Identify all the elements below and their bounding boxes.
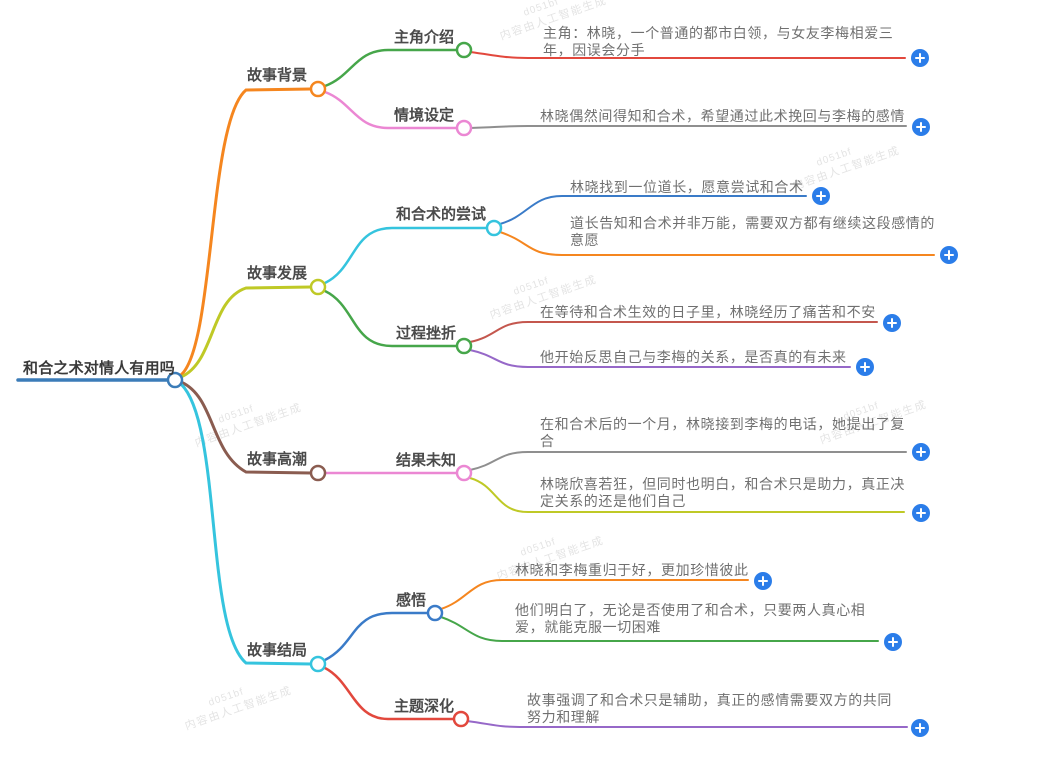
node-handle-root[interactable]	[166, 371, 184, 389]
node-handle-protagonist[interactable]	[455, 41, 473, 59]
subbranch-label-setting[interactable]: 情境设定	[394, 107, 455, 124]
node-handle-theme[interactable]	[452, 710, 470, 728]
node-handle-story-climax[interactable]	[309, 464, 327, 482]
branch-line-story-development	[179, 285, 313, 379]
subbranch-line-protagonist	[323, 48, 459, 88]
subbranch-line-attempt	[323, 226, 489, 285]
leaf-text-setback-2[interactable]: 他开始反思自己与李梅的关系，是否真的有未来	[540, 349, 847, 365]
leaf-text-attempt-2[interactable]: 道长告知和合术并非万能，需要双方都有继续这段感情的意愿	[570, 215, 935, 248]
subbranch-label-protagonist[interactable]: 主角介绍	[394, 29, 455, 46]
node-handle-setting[interactable]	[455, 119, 473, 137]
node-handle-setback[interactable]	[455, 337, 473, 355]
add-node-button-plus-icon[interactable]	[754, 572, 772, 590]
branch-label-story-climax[interactable]: 故事高潮	[247, 451, 308, 468]
leaf-text-result-1[interactable]: 在和合术后的一个月，林晓接到李梅的电话，她提出了复合	[540, 416, 905, 449]
subbranch-line-setting	[323, 90, 459, 130]
leaf-line-realization-1	[440, 579, 749, 610]
leaf-text-result-2[interactable]: 林晓欣喜若狂，但同时也明白，和合术只是助力，真正决定关系的还是他们自己	[540, 476, 905, 509]
leaf-line-theme-1	[466, 720, 908, 728]
leaf-text-attempt-1[interactable]: 林晓找到一位道长，愿意尝试和合术	[570, 179, 804, 195]
branch-label-story-ending[interactable]: 故事结局	[247, 642, 308, 659]
leaf-line-attempt-1	[499, 195, 807, 225]
add-node-button-plus-icon[interactable]	[912, 118, 930, 136]
subbranch-label-attempt[interactable]: 和合术的尝试	[396, 206, 487, 223]
branch-line-story-climax	[179, 380, 313, 475]
add-node-button-plus-icon[interactable]	[812, 187, 830, 205]
node-handle-attempt[interactable]	[485, 219, 503, 237]
branch-line-story-background	[179, 87, 313, 377]
leaf-text-setback-1[interactable]: 在等待和合术生效的日子里，林晓经历了痛苦和不安	[540, 304, 876, 320]
leaf-line-result-1	[469, 451, 907, 471]
subbranch-label-unknown-result[interactable]: 结果未知	[396, 452, 457, 469]
root-node-label[interactable]: 和合之术对情人有用吗	[23, 360, 176, 377]
node-handle-unknown-result[interactable]	[455, 464, 473, 482]
node-handle-story-development[interactable]	[309, 278, 327, 296]
add-node-button-plus-icon[interactable]	[911, 719, 929, 737]
subbranch-line-setback	[323, 289, 459, 348]
node-handle-story-ending[interactable]	[309, 655, 327, 673]
subbranch-label-setback[interactable]: 过程挫折	[396, 325, 457, 342]
leaf-text-realization-1[interactable]: 林晓和李梅重归于好，更加珍惜彼此	[515, 562, 749, 578]
add-node-button-plus-icon[interactable]	[856, 358, 874, 376]
leaf-line-setting-1	[469, 125, 907, 129]
add-node-button-plus-icon[interactable]	[884, 633, 902, 651]
subbranch-label-realization[interactable]: 感悟	[396, 592, 427, 609]
node-handle-realization[interactable]	[426, 604, 444, 622]
leaf-line-result-2	[469, 477, 905, 513]
add-node-button-plus-icon[interactable]	[911, 49, 929, 67]
leaf-text-theme-1[interactable]: 故事强调了和合术只是辅助，真正的感情需要双方的共同努力和理解	[527, 692, 892, 725]
add-node-button-plus-icon[interactable]	[912, 504, 930, 522]
add-node-button-plus-icon[interactable]	[883, 314, 901, 332]
leaf-line-realization-2	[440, 616, 879, 642]
branch-label-story-development[interactable]: 故事发展	[247, 265, 308, 282]
leaf-line-protagonist-1	[469, 51, 906, 59]
leaf-text-setting-1[interactable]: 林晓偶然间得知和合术，希望通过此术挽回与李梅的感情	[540, 108, 905, 124]
add-node-button-plus-icon[interactable]	[912, 443, 930, 461]
branch-line-story-ending	[179, 382, 313, 666]
add-node-button-plus-icon[interactable]	[940, 246, 958, 264]
subbranch-line-realization	[323, 611, 430, 662]
leaf-line-setback-1	[469, 321, 878, 343]
subbranch-line-theme	[323, 666, 456, 721]
branch-label-story-background[interactable]: 故事背景	[247, 67, 308, 84]
node-handle-story-background[interactable]	[309, 80, 327, 98]
subbranch-label-theme[interactable]: 主题深化	[394, 698, 455, 715]
leaf-line-attempt-2	[499, 231, 935, 256]
leaf-text-protagonist-1[interactable]: 主角：林晓，一个普通的都市白领，与女友李梅相爱三年，因误会分手	[543, 25, 894, 58]
leaf-line-setback-2	[469, 349, 851, 368]
leaf-text-realization-2[interactable]: 他们明白了，无论是否使用了和合术，只要两人真心相爱，就能克服一切困难	[515, 602, 866, 635]
